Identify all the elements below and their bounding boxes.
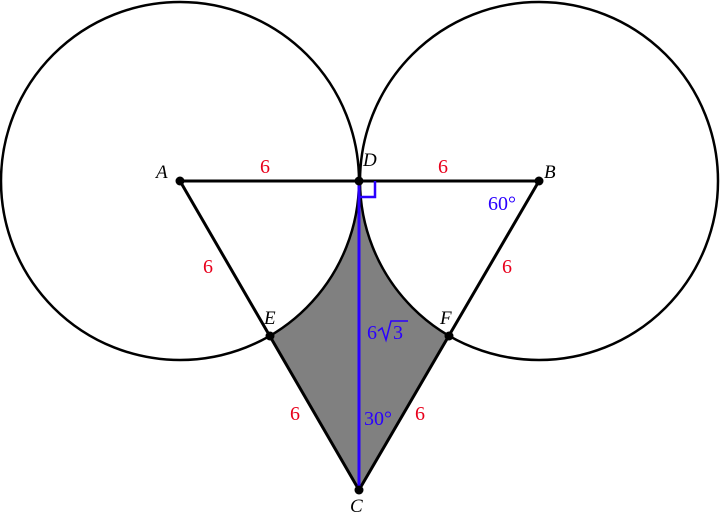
radical-sign [377, 320, 408, 343]
angle-label-b: 60° [488, 193, 516, 215]
length-label-ec: 6 [290, 403, 300, 425]
altitude-length-label: 6 3 [367, 320, 408, 344]
angle-label-c: 30° [364, 408, 392, 430]
altitude-radicand: 3 [393, 322, 403, 344]
label-point-b: B [544, 162, 556, 183]
point-e [265, 331, 275, 341]
right-angle-marker [359, 181, 377, 199]
point-f [444, 331, 454, 341]
label-point-f: F [439, 308, 452, 329]
point-b [534, 176, 544, 186]
altitude-coefficient: 6 [367, 322, 377, 344]
point-a [175, 176, 185, 186]
label-point-a: A [154, 162, 168, 183]
length-label-bf: 6 [502, 256, 512, 278]
length-label-db: 6 [438, 156, 448, 178]
length-label-ad: 6 [260, 156, 270, 178]
label-point-c: C [350, 496, 363, 515]
length-label-fc: 6 [415, 403, 425, 425]
label-point-d: D [362, 150, 377, 171]
point-c [354, 485, 364, 495]
length-label-ae: 6 [203, 256, 213, 278]
label-point-e: E [263, 308, 276, 329]
point-d [354, 176, 364, 186]
